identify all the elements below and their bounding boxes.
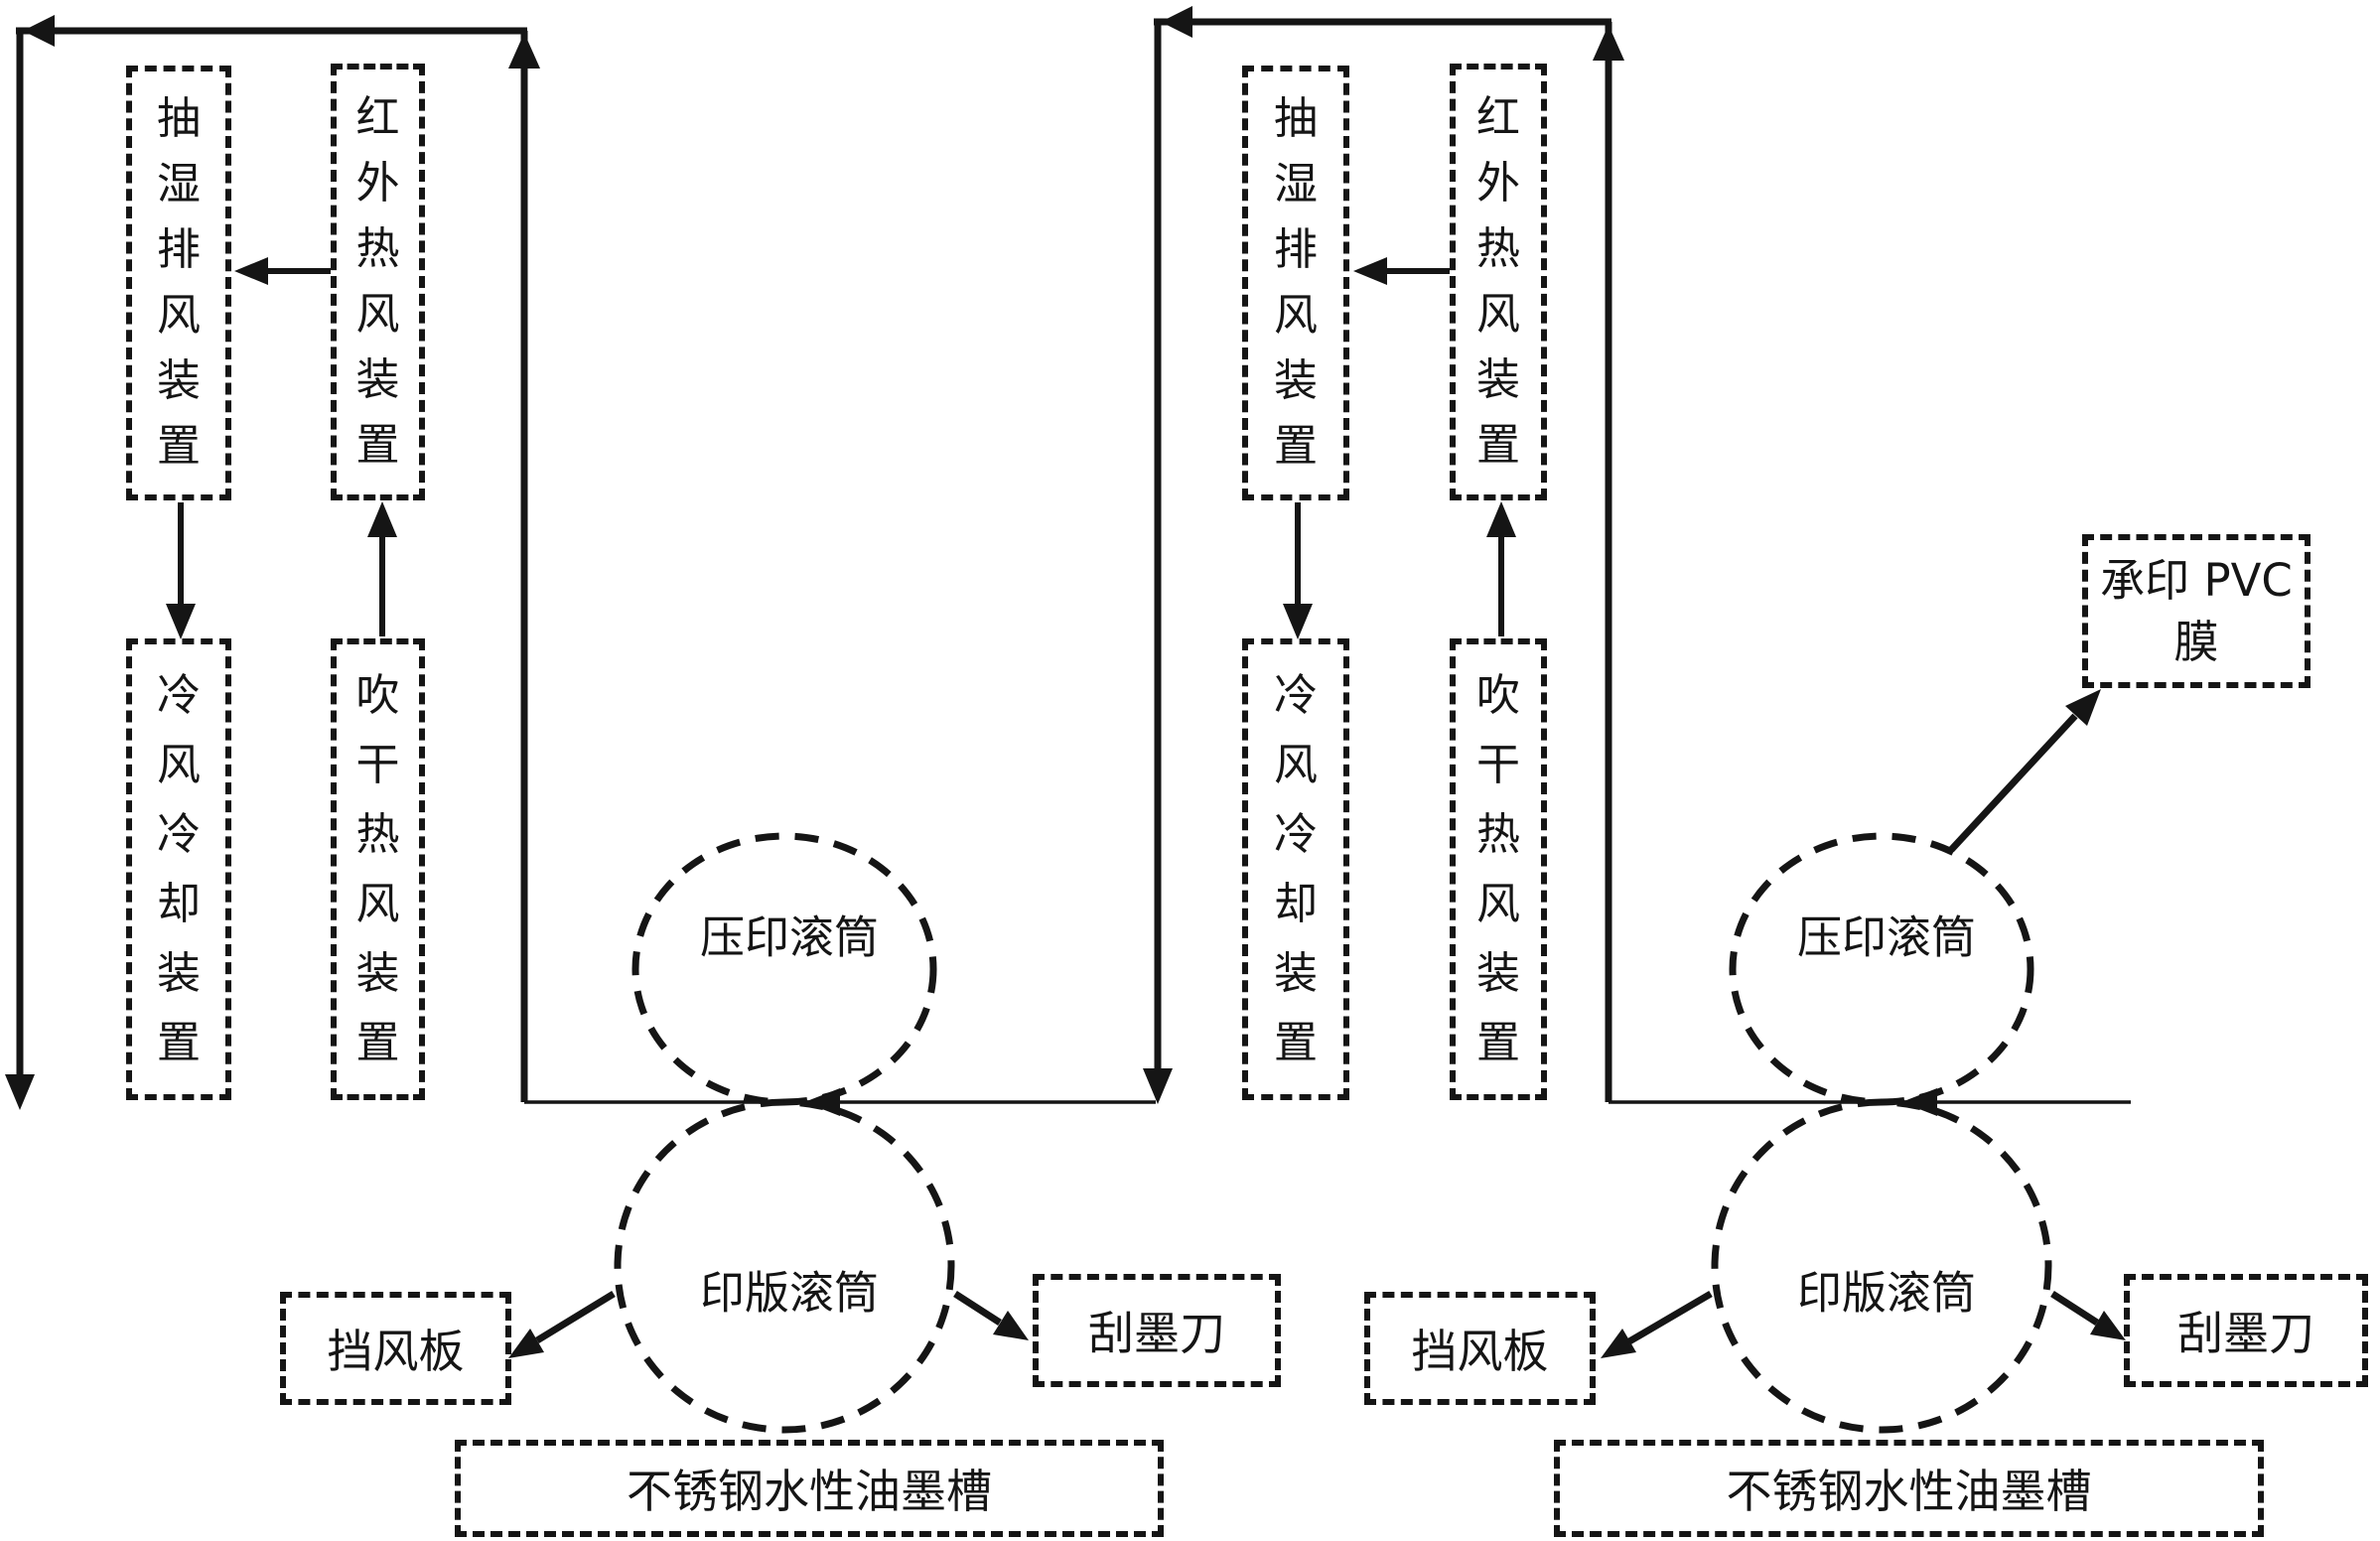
arrowhead-right-dehumidify-to-cooling xyxy=(1283,604,1313,639)
right-ink-tank-label: 不锈钢水性油墨槽 xyxy=(1726,1465,2092,1518)
right-plate-cylinder-circle xyxy=(1711,1098,2052,1434)
left-blowdry-hotair-box: 吹干热风装置 xyxy=(331,638,425,1100)
arrowhead-right-doctorblade xyxy=(2090,1311,2126,1340)
left-plate-to-doctorblade-line xyxy=(953,1291,1002,1326)
pvc-film-feed-line xyxy=(1948,713,2078,853)
right-infrared-hotair-label: 红外热风装置 xyxy=(1476,92,1520,471)
right-dehumidify-exhaust-label: 抽湿排风装置 xyxy=(1274,93,1318,472)
right-blowdry-hotair-box: 吹干热风装置 xyxy=(1450,638,1547,1100)
right-ink-tank-box: 不锈钢水性油墨槽 xyxy=(1554,1440,2264,1537)
right-blowdry-hotair-label: 吹干热风装置 xyxy=(1476,669,1520,1068)
left-dehumidify-exhaust-label: 抽湿排风装置 xyxy=(157,93,201,472)
left-blowdry-hotair-label: 吹干热风装置 xyxy=(355,669,400,1068)
left-arrowhead-left-nip xyxy=(804,1088,840,1116)
down-arrowhead-right-drop xyxy=(1143,1068,1173,1104)
arrowhead-right-infrared-to-dehumidify xyxy=(1353,257,1387,285)
left-impression-cylinder-circle xyxy=(631,832,937,1106)
right-coldair-cooling-label: 冷风冷却装置 xyxy=(1274,669,1318,1068)
right-impression-cylinder-label: 压印滚筒 xyxy=(1796,911,1977,964)
arrowhead-left-windshield xyxy=(508,1329,544,1358)
left-plate-cylinder-label: 印版滚筒 xyxy=(699,1266,880,1320)
right-coldair-cooling-box: 冷风冷却装置 xyxy=(1242,638,1349,1100)
right-windshield-label: 挡风板 xyxy=(1411,1325,1549,1378)
left-plate-to-windshield-line xyxy=(535,1291,616,1343)
right-plate-cylinder-label: 印版滚筒 xyxy=(1796,1266,1977,1320)
left-infrared-hotair-label: 红外热风装置 xyxy=(355,92,400,471)
left-arrowhead-right-top xyxy=(1161,6,1192,38)
arrowhead-left-dehumidify-to-cooling xyxy=(166,604,196,639)
left-doctor-blade-label: 刮墨刀 xyxy=(1088,1307,1225,1360)
right-impression-cylinder-circle xyxy=(1729,832,2034,1106)
right-plate-to-windshield-line xyxy=(1627,1290,1713,1345)
left-dehumidify-exhaust-box: 抽湿排风装置 xyxy=(126,66,231,500)
right-doctor-blade-label: 刮墨刀 xyxy=(2177,1307,2314,1360)
arrowhead-left-doctorblade xyxy=(993,1311,1029,1340)
arrowhead-right-blowdry-to-infrared xyxy=(1486,501,1516,537)
left-impression-cylinder-label: 压印滚筒 xyxy=(699,911,880,964)
up-arrowhead-right-riser xyxy=(1593,25,1624,61)
pvc-film-substrate-box: 承印 PVC 膜 xyxy=(2082,534,2310,688)
right-doctor-blade-box: 刮墨刀 xyxy=(2124,1274,2368,1387)
left-arrowhead-top-left xyxy=(23,15,55,47)
left-windshield-label: 挡风板 xyxy=(327,1325,465,1378)
left-plate-cylinder-circle xyxy=(614,1098,955,1434)
left-coldair-cooling-box: 冷风冷却装置 xyxy=(126,638,231,1100)
arrowhead-right-windshield xyxy=(1601,1329,1636,1358)
left-coldair-cooling-label: 冷风冷却装置 xyxy=(157,669,201,1068)
down-arrowhead-left-exit xyxy=(5,1074,35,1110)
left-ink-tank-box: 不锈钢水性油墨槽 xyxy=(455,1440,1164,1537)
left-doctor-blade-box: 刮墨刀 xyxy=(1033,1274,1281,1387)
arrowhead-pvc-film xyxy=(2065,689,2101,726)
up-arrowhead-left-riser xyxy=(508,33,540,69)
pvc-film-substrate-label: 承印 PVC 膜 xyxy=(2100,553,2293,668)
arrowhead-left-infrared-to-dehumidify xyxy=(234,257,268,285)
arrowhead-left-blowdry-to-infrared xyxy=(367,501,397,537)
right-dehumidify-exhaust-box: 抽湿排风装置 xyxy=(1242,66,1349,500)
left-arrowhead-right-nip xyxy=(1901,1088,1937,1116)
left-windshield-box: 挡风板 xyxy=(280,1292,511,1405)
right-infrared-hotair-box: 红外热风装置 xyxy=(1450,64,1547,500)
right-windshield-box: 挡风板 xyxy=(1364,1292,1596,1405)
left-infrared-hotair-box: 红外热风装置 xyxy=(331,64,425,500)
right-plate-to-doctorblade-line xyxy=(2050,1291,2099,1326)
left-ink-tank-label: 不锈钢水性油墨槽 xyxy=(627,1465,992,1518)
